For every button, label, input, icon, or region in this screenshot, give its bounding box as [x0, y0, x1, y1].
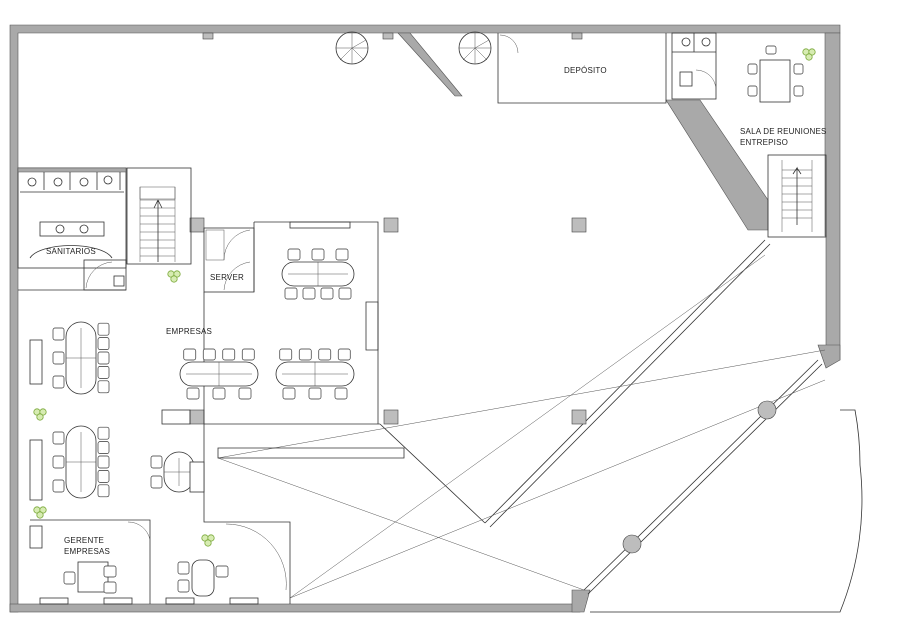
chair — [97, 351, 110, 365]
outer-walls — [9, 24, 841, 613]
chair — [308, 387, 322, 400]
chair — [215, 565, 229, 578]
chair — [282, 387, 296, 400]
plant-icon — [33, 506, 47, 519]
label-empresas: EMPRESAS — [166, 327, 212, 336]
chair — [311, 248, 325, 261]
label-sanitarios: SANITARIOS — [46, 247, 96, 256]
chair — [150, 475, 163, 489]
chair — [52, 479, 65, 493]
chair — [241, 348, 255, 361]
label-server: SERVER — [210, 273, 244, 282]
chair — [150, 455, 163, 469]
chair — [52, 351, 65, 365]
side-desk — [189, 461, 205, 493]
meeting-table — [747, 45, 804, 103]
chair — [52, 375, 65, 389]
chair — [186, 387, 200, 400]
plant-icon — [167, 270, 181, 283]
label-gerente-empresas: EMPRESAS — [64, 547, 110, 556]
chair — [97, 322, 110, 336]
chair — [97, 455, 110, 469]
chair — [302, 287, 316, 300]
chair — [287, 248, 301, 261]
chair — [52, 455, 65, 469]
chair — [337, 348, 351, 361]
partitions — [29, 221, 379, 605]
chair — [222, 348, 236, 361]
columns — [189, 32, 777, 554]
chair — [52, 327, 65, 341]
chair — [97, 441, 110, 454]
plant-icon — [201, 534, 215, 547]
spiral-stair-right — [458, 31, 667, 104]
stair-core-left — [126, 167, 192, 265]
chair — [97, 337, 110, 350]
chair — [334, 387, 348, 400]
wc-top-right — [671, 32, 717, 100]
chair — [202, 348, 216, 361]
chair — [298, 348, 312, 361]
chair — [97, 470, 110, 483]
chair — [177, 579, 190, 593]
chair — [212, 387, 226, 400]
round-table — [191, 559, 215, 597]
plant-icon — [33, 408, 47, 421]
label-sala-reuniones: SALA DE REUNIONES — [740, 127, 827, 136]
chair — [279, 348, 293, 361]
chair — [103, 581, 117, 594]
chair — [97, 426, 110, 440]
plant-icon — [802, 48, 816, 61]
chair — [320, 287, 334, 300]
chair — [183, 348, 197, 361]
chair — [338, 287, 352, 300]
label-entrepiso: ENTREPISO — [740, 138, 788, 147]
chair — [284, 287, 298, 300]
chair — [318, 348, 332, 361]
chair — [103, 565, 117, 578]
spiral-stair-left — [335, 31, 369, 65]
chair — [335, 248, 349, 261]
server-room — [203, 227, 255, 293]
chair — [97, 380, 110, 394]
chair — [177, 561, 190, 575]
sanitarios-block — [17, 167, 127, 291]
chair — [63, 571, 76, 585]
stair-core-right — [767, 154, 827, 238]
chair — [238, 387, 252, 400]
label-deposito: DEPÓSITO — [564, 66, 607, 75]
chair — [97, 366, 110, 379]
plants — [33, 48, 816, 547]
workstations — [52, 248, 355, 597]
label-gerente: GERENTE — [64, 536, 104, 545]
manager-desk — [77, 561, 109, 593]
chair — [52, 431, 65, 445]
chair — [97, 484, 110, 498]
atrium-walls — [204, 32, 863, 613]
